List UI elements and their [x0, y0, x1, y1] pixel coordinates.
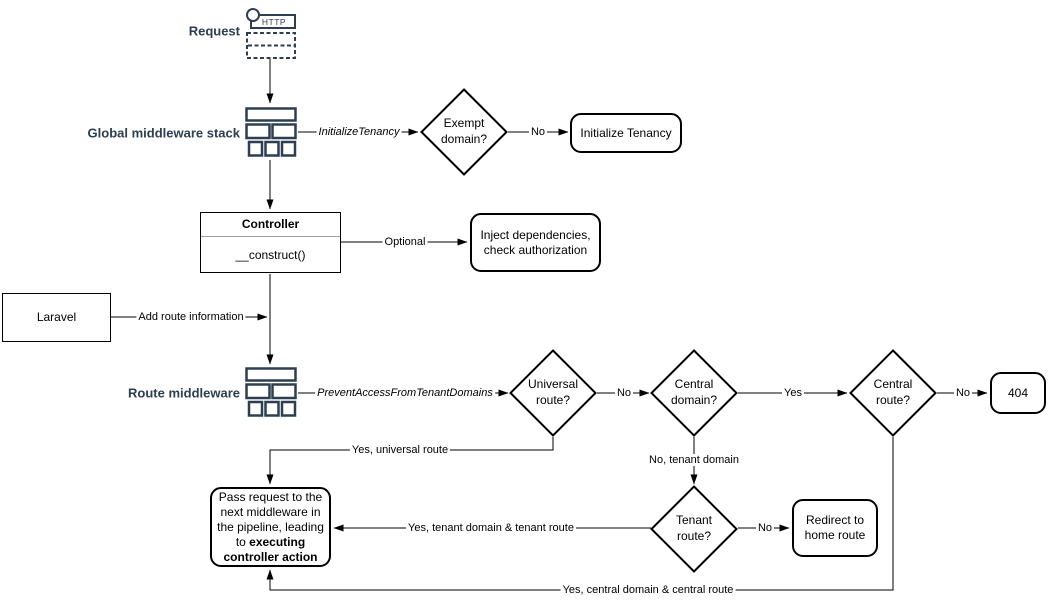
- controller-constructor-method: __construct(): [235, 248, 306, 262]
- edge-label-no-tenant-domain: No, tenant domain: [647, 454, 741, 466]
- node-initialize-tenancy: Initialize Tenancy: [570, 113, 682, 153]
- edge-label-prevent-access-middleware: PreventAccessFromTenantDomains: [315, 387, 495, 399]
- decision-central-domain-label: Central domain?: [670, 377, 718, 407]
- route-middleware-label: Route middleware: [128, 385, 240, 401]
- http-request-icon: HTTP: [246, 8, 296, 59]
- decision-universal-route-label: Universal route?: [527, 377, 578, 407]
- decision-central-route-label: Central route?: [873, 377, 913, 407]
- edge-label-no-tenant-route: No: [755, 522, 775, 534]
- decision-central-domain: Central domain?: [650, 349, 738, 437]
- edge-label-yes-central-route: Yes, central domain & central route: [560, 584, 736, 596]
- node-laravel: Laravel: [2, 293, 111, 342]
- decision-exempt-domain-label: Exempt domain?: [440, 116, 488, 146]
- pass-request-text: Pass request to the next middleware in t…: [217, 489, 324, 564]
- node-controller: Controller __construct(): [200, 212, 341, 273]
- http-icon-label: HTTP: [262, 17, 286, 27]
- edge-label-initialize-tenancy-middleware: InitializeTenancy: [316, 126, 402, 138]
- decision-universal-route: Universal route?: [509, 349, 597, 437]
- node-redirect-home: Redirect to home route: [792, 499, 878, 557]
- edge-label-yes-central-domain: Yes: [782, 387, 804, 399]
- decision-central-route: Central route?: [849, 349, 937, 437]
- decision-tenant-route-label: Tenant route?: [675, 513, 713, 543]
- edge-label-add-route-information: Add route information: [136, 311, 246, 323]
- edge-label-no-central-route: No: [953, 387, 973, 399]
- edge-label-no-universal: No: [614, 387, 634, 399]
- node-pass-request: Pass request to the next middleware in t…: [210, 487, 331, 567]
- middleware-stack-icon-global: [245, 107, 297, 157]
- global-middleware-stack-label: Global middleware stack: [87, 125, 240, 141]
- edge-label-yes-universal-route: Yes, universal route: [349, 444, 451, 456]
- edge-label-no-exempt: No: [528, 126, 548, 138]
- node-inject-dependencies: Inject dependencies, check authorization: [470, 213, 601, 272]
- edge-label-optional: Optional: [382, 236, 428, 248]
- controller-class-title: Controller: [201, 213, 340, 237]
- edge-label-yes-tenant-route: Yes, tenant domain & tenant route: [406, 522, 576, 534]
- middleware-stack-icon-route: [245, 367, 297, 417]
- request-label: Request: [188, 23, 240, 39]
- decision-exempt-domain: Exempt domain?: [420, 88, 508, 176]
- decision-tenant-route: Tenant route?: [650, 485, 738, 573]
- node-404: 404: [990, 372, 1046, 414]
